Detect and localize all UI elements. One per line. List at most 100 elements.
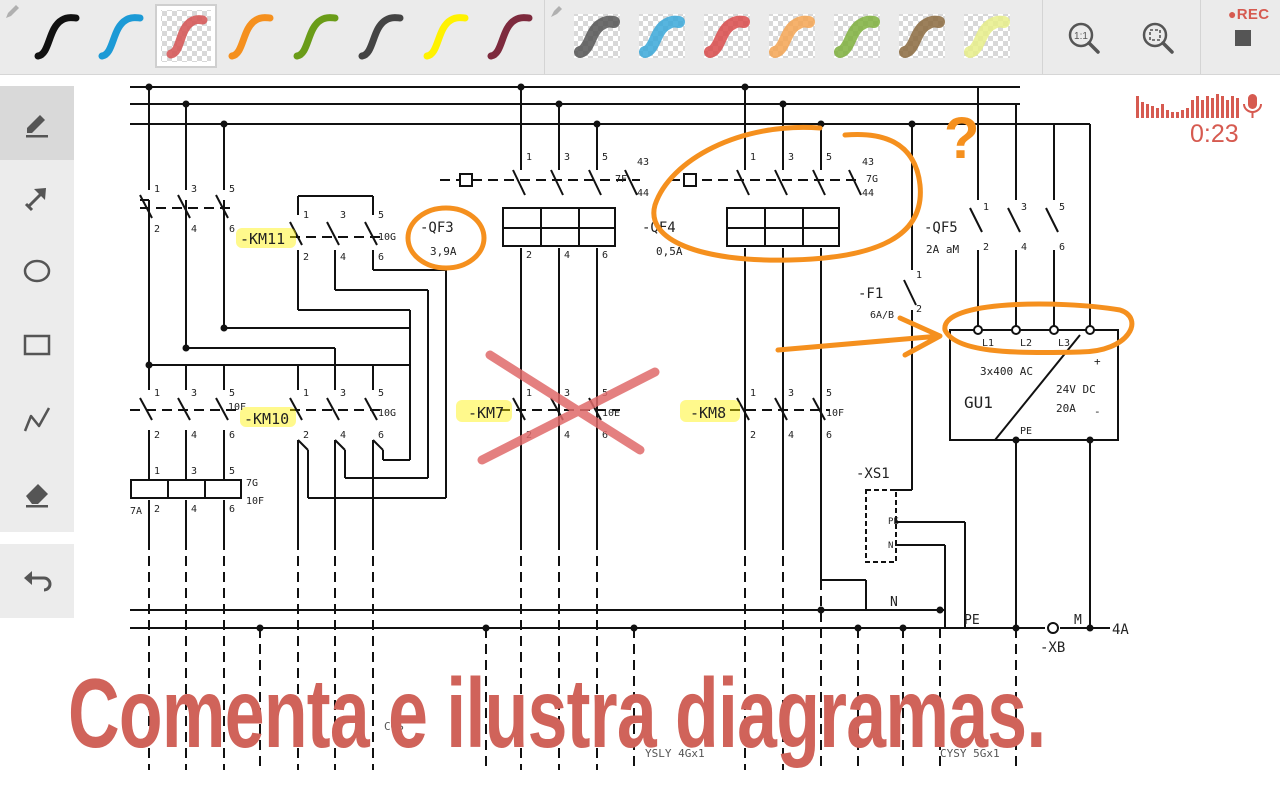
svg-text:10F: 10F: [228, 402, 246, 413]
pen-black-button[interactable]: [28, 6, 86, 66]
svg-text:-KM10: -KM10: [244, 410, 289, 428]
pen-maroon-button[interactable]: [481, 6, 539, 66]
svg-text:7A: 7A: [130, 506, 142, 517]
annotation-question-mark[interactable]: ?: [944, 106, 979, 171]
pen-green-swatch: [293, 14, 339, 60]
svg-text:6: 6: [229, 504, 235, 515]
highlighter-brown-button[interactable]: [893, 6, 951, 66]
highlighter-blue-swatch: [639, 15, 685, 58]
annotation-circle-qf3[interactable]: [405, 205, 487, 271]
highlighter-yellow-button[interactable]: [958, 6, 1016, 66]
pen-green-button[interactable]: [287, 6, 345, 66]
svg-text:3: 3: [564, 388, 570, 399]
svg-text:3: 3: [340, 210, 346, 221]
toolbar-divider: [1042, 0, 1043, 74]
svg-text:2: 2: [154, 430, 160, 441]
svg-text:1: 1: [303, 210, 309, 221]
pen-maroon-swatch: [487, 14, 533, 60]
svg-text:CYSY 5Gx1: CYSY 5Gx1: [940, 747, 1000, 760]
junction-dots: [145, 83, 1094, 632]
svg-text:2: 2: [983, 242, 989, 253]
ellipse-tool-button[interactable]: [0, 234, 74, 308]
svg-text:2: 2: [526, 250, 532, 261]
pen-orange-button[interactable]: [222, 6, 280, 66]
schematic-labels: -KM11 -KM10 -KM7 -KM8 -QF3 3,9A -QF4 0,5…: [130, 152, 1129, 760]
svg-text:6: 6: [602, 430, 608, 441]
eraser-icon: [26, 484, 48, 508]
arrow-tool-button[interactable]: [0, 160, 74, 234]
undo-button[interactable]: [0, 544, 74, 618]
pen-yellow-swatch: [423, 14, 469, 60]
highlighter-orange-button[interactable]: [763, 6, 821, 66]
rectangle-tool-button[interactable]: [0, 308, 74, 382]
svg-text:3: 3: [788, 388, 794, 399]
pen-dark-gray-button[interactable]: [352, 6, 410, 66]
pen-red-swatch: [166, 15, 208, 59]
pen-red-button-selected[interactable]: [155, 4, 217, 68]
pen-blue-button[interactable]: [92, 6, 150, 66]
svg-text:3: 3: [1021, 202, 1027, 213]
svg-text:1:1: 1:1: [1074, 31, 1088, 42]
pen-yellow-button[interactable]: [417, 6, 475, 66]
svg-text:5: 5: [602, 152, 608, 163]
annotation-ellipse-qf4[interactable]: [651, 124, 923, 263]
svg-text:24V DC: 24V DC: [1056, 383, 1096, 396]
annotation-cross-km7[interactable]: [477, 350, 660, 465]
svg-text:5: 5: [229, 184, 235, 195]
svg-text:6: 6: [229, 430, 235, 441]
svg-text:5: 5: [826, 152, 832, 163]
svg-text:-XB: -XB: [1040, 640, 1065, 656]
xb-terminal: [1047, 622, 1059, 634]
tool-sidebar: [0, 86, 74, 532]
drawing-canvas[interactable]: -KM11 -KM10 -KM7 -KM8 -QF3 3,9A -QF4 0,5…: [0, 74, 1280, 800]
zoom-reset-button[interactable]: 1:1: [1064, 18, 1104, 58]
svg-text:PE: PE: [888, 517, 899, 527]
svg-text:6: 6: [826, 430, 832, 441]
svg-text:0,5A: 0,5A: [656, 245, 683, 258]
highlighter-green-swatch: [834, 15, 880, 58]
highlighter-blue-button[interactable]: [633, 6, 691, 66]
svg-text:YSLY 4Gx1: YSLY 4Gx1: [645, 747, 705, 760]
svg-text:20A: 20A: [1056, 402, 1076, 415]
svg-text:+: +: [1094, 355, 1101, 368]
annotation-arrow[interactable]: [775, 315, 943, 358]
ellipse-icon: [23, 259, 51, 283]
svg-text:10E: 10E: [602, 408, 620, 419]
highlighter-green-button[interactable]: [828, 6, 886, 66]
svg-text:1: 1: [154, 388, 160, 399]
svg-text:2: 2: [303, 430, 309, 441]
svg-text:10G: 10G: [378, 232, 396, 243]
svg-text:-QF5: -QF5: [924, 220, 958, 236]
eraser-tool-button[interactable]: [0, 456, 74, 530]
schematic-lines: [130, 86, 1119, 629]
pen-dark-gray-swatch: [358, 14, 404, 60]
highlighter-gray-button[interactable]: [568, 6, 626, 66]
stop-icon[interactable]: [1235, 30, 1251, 46]
annotation-ellipse-terminals[interactable]: [942, 301, 1135, 356]
svg-text:1: 1: [916, 270, 922, 281]
svg-text:7G: 7G: [866, 174, 878, 185]
pencil-tool-button[interactable]: [0, 86, 74, 160]
svg-text:7G: 7G: [246, 478, 258, 489]
svg-text:1: 1: [983, 202, 989, 213]
svg-text:4: 4: [191, 430, 197, 441]
polyline-tool-button[interactable]: [0, 382, 74, 456]
toolbar-divider: [1200, 0, 1201, 74]
highlighter-orange-swatch: [769, 15, 815, 58]
rec-dot-icon: ●: [1228, 6, 1237, 22]
svg-text:2: 2: [154, 224, 160, 235]
svg-text:4: 4: [340, 430, 346, 441]
svg-text:4: 4: [788, 430, 794, 441]
svg-text:6: 6: [378, 252, 384, 263]
record-button[interactable]: ●REC: [1202, 0, 1280, 74]
pen-blue-swatch: [98, 14, 144, 60]
svg-text:3: 3: [191, 184, 197, 195]
svg-text:2: 2: [303, 252, 309, 263]
zoom-reset-icon: 1:1: [1068, 22, 1100, 54]
highlighter-red-button[interactable]: [698, 6, 756, 66]
svg-text:4: 4: [1021, 242, 1027, 253]
svg-text:4: 4: [191, 504, 197, 515]
svg-text:L1: L1: [982, 338, 994, 349]
svg-text:-KM8: -KM8: [690, 404, 726, 422]
zoom-fit-button[interactable]: [1138, 18, 1178, 58]
